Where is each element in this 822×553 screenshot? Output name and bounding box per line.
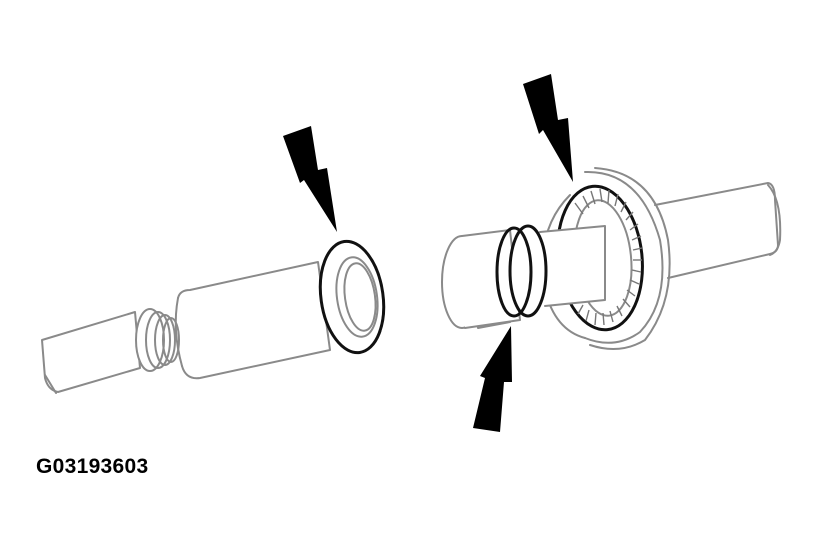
arrow-left-seal-icon	[283, 126, 337, 232]
bearing-teeth	[574, 188, 643, 326]
o-ring	[495, 224, 548, 318]
figure-code-label: G03193603	[36, 455, 149, 478]
right-shaft	[654, 182, 782, 279]
arrow-bearing-seal-icon	[523, 74, 573, 182]
arrow-o-ring-icon	[473, 326, 512, 432]
right-shaft-front	[441, 225, 606, 329]
left-tube	[41, 261, 331, 394]
left-seal	[318, 239, 386, 355]
